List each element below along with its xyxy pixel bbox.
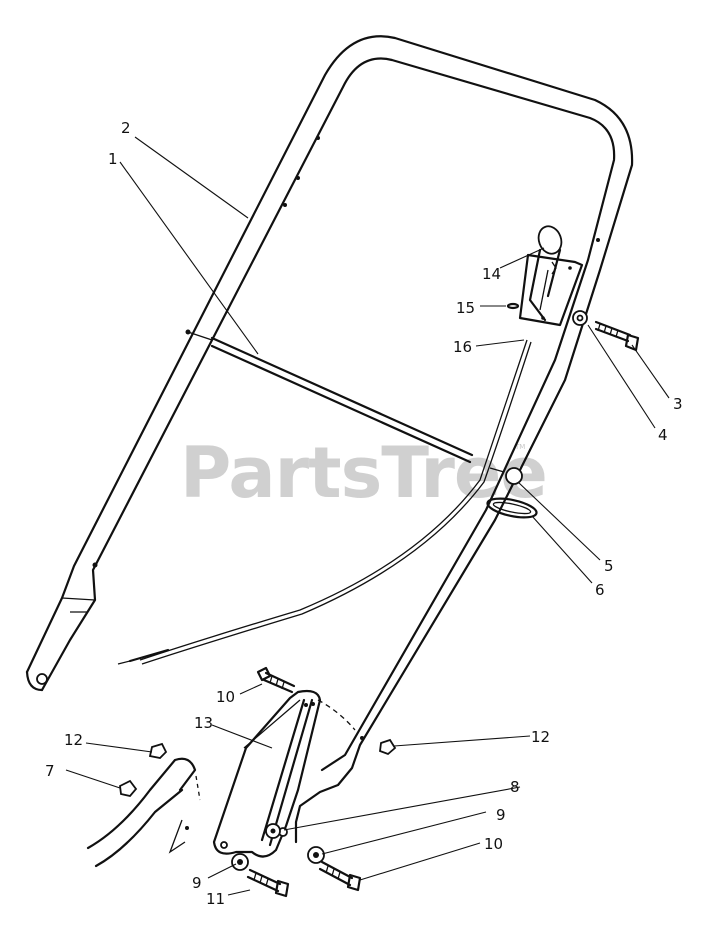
callout-12-right: 12 [531, 728, 550, 746]
callout-3: 3 [673, 395, 683, 413]
callout-9-right: 9 [496, 806, 506, 824]
callout-6: 6 [595, 581, 605, 599]
control-cable [117, 339, 532, 665]
deck-bracket [86, 757, 201, 868]
callout-15: 15 [456, 299, 475, 317]
lower-hardware [119, 666, 397, 898]
callout-10-bottom: 10 [484, 835, 503, 853]
callout-5: 5 [604, 557, 614, 575]
callout-4: 4 [658, 426, 668, 444]
leader-lines [65, 136, 670, 896]
callout-14: 14 [482, 265, 501, 283]
callout-8: 8 [510, 778, 520, 796]
lower-handle [212, 689, 356, 858]
callout-2: 2 [121, 119, 131, 137]
callout-7: 7 [45, 762, 55, 780]
callout-16: 16 [453, 338, 472, 356]
callout-13: 13 [194, 714, 213, 732]
knob-and-ring [486, 467, 538, 519]
control-lever [518, 225, 584, 327]
callout-11: 11 [206, 890, 225, 908]
callout-10-top: 10 [216, 688, 235, 706]
callouts: 1 2 3 4 5 6 7 8 9 9 10 10 11 12 12 13 14… [45, 119, 683, 908]
small-parts [506, 302, 640, 352]
callout-12-left: 12 [64, 731, 83, 749]
callout-9-left: 9 [192, 874, 202, 892]
callout-1: 1 [108, 150, 118, 168]
upper-handle [25, 35, 634, 844]
cross-bar [185, 329, 474, 464]
watermark-tm: TM [514, 443, 525, 451]
